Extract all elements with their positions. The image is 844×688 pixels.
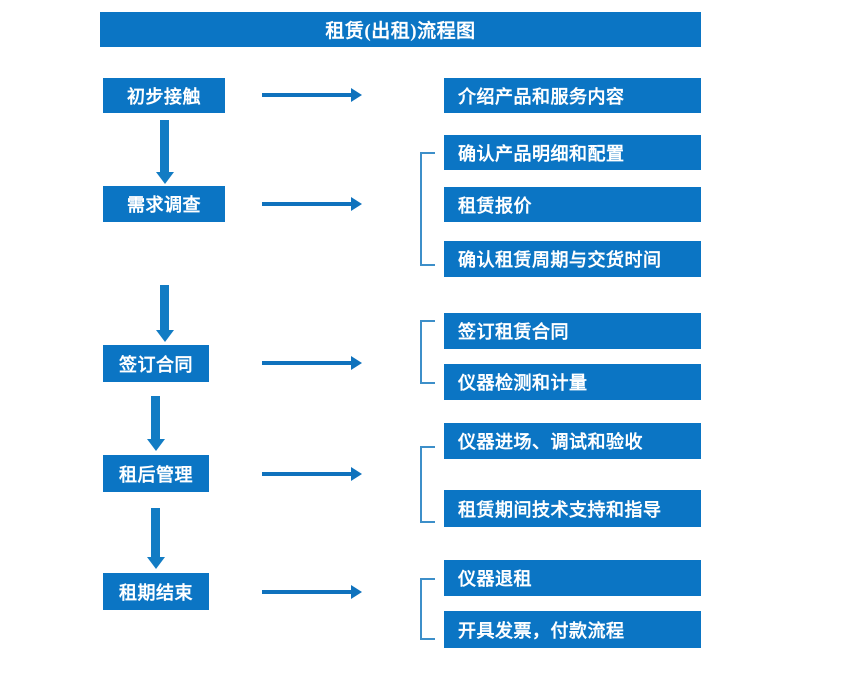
horizontal-arrow-3 <box>262 361 352 365</box>
bracket-group-3 <box>420 320 435 384</box>
bracket-group-5 <box>420 578 435 640</box>
detail-box-instrument-entry-debug-acceptance[interactable]: 仪器进场、调试和验收 <box>444 423 701 459</box>
vertical-arrow-3 <box>151 396 160 440</box>
detail-box-confirm-rental-period-delivery[interactable]: 确认租赁周期与交货时间 <box>444 241 701 277</box>
stage-box-initial-contact[interactable]: 初步接触 <box>103 78 225 113</box>
vertical-arrow-1 <box>160 120 169 173</box>
horizontal-arrow-1 <box>262 93 352 97</box>
bracket-group-4 <box>420 446 435 523</box>
stage-box-demand-survey[interactable]: 需求调查 <box>103 186 225 222</box>
bracket-group-2 <box>420 152 435 266</box>
detail-box-instrument-inspection-metering[interactable]: 仪器检测和计量 <box>444 364 701 400</box>
detail-box-intro-products-services[interactable]: 介绍产品和服务内容 <box>444 78 701 113</box>
vertical-arrow-2 <box>160 285 169 331</box>
detail-box-sign-rental-contract[interactable]: 签订租赁合同 <box>444 313 701 349</box>
detail-box-rental-quotation[interactable]: 租赁报价 <box>444 187 701 222</box>
detail-box-rental-period-tech-support[interactable]: 租赁期间技术支持和指导 <box>444 490 701 527</box>
detail-box-invoice-payment-process[interactable]: 开具发票，付款流程 <box>444 611 701 648</box>
stage-box-rental-end[interactable]: 租期结束 <box>103 573 209 610</box>
stage-box-sign-contract[interactable]: 签订合同 <box>103 345 209 382</box>
detail-box-confirm-product-details[interactable]: 确认产品明细和配置 <box>444 135 701 170</box>
horizontal-arrow-2 <box>262 202 352 206</box>
stage-box-post-rental-management[interactable]: 租后管理 <box>103 455 209 492</box>
diagram-title: 租赁(出租)流程图 <box>100 12 701 47</box>
detail-box-instrument-return[interactable]: 仪器退租 <box>444 560 701 596</box>
horizontal-arrow-4 <box>262 472 352 476</box>
horizontal-arrow-5 <box>262 590 352 594</box>
vertical-arrow-4 <box>151 508 160 558</box>
